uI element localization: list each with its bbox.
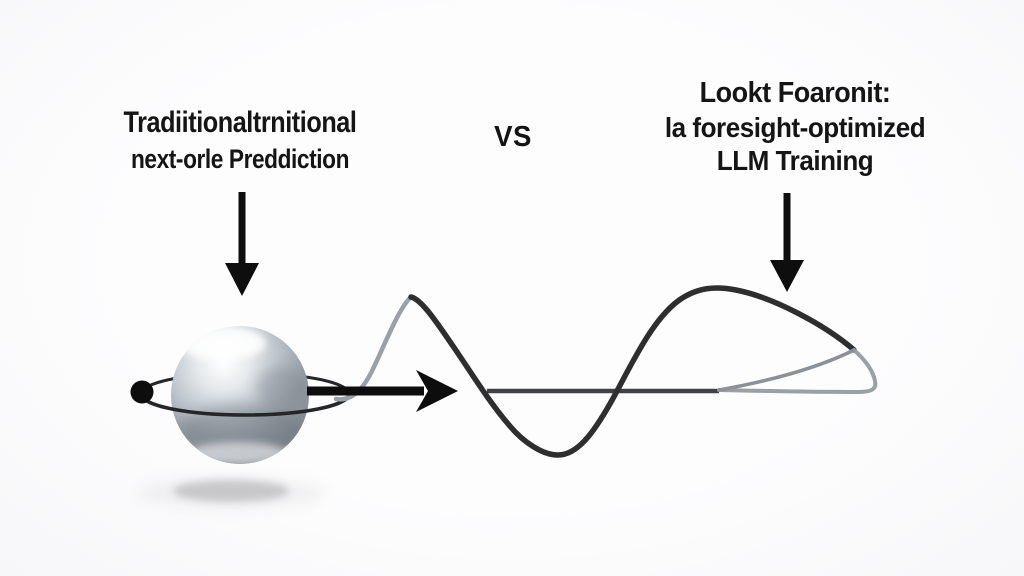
- wave-loop-diagonal: [717, 348, 856, 392]
- wave-main: [408, 285, 857, 458]
- sphere-side-reflection: [256, 366, 308, 410]
- right-arrow-icon: [307, 370, 458, 412]
- orbit-front-arc: [139, 393, 351, 417]
- wave-loop-tail: [717, 348, 878, 395]
- sphere-reflection-band: [179, 404, 307, 456]
- right-heading-line1: Lookt Foaronit:: [699, 77, 891, 109]
- sphere-shadow: [173, 480, 289, 502]
- down-arrow-icon: [225, 192, 259, 296]
- sphere-top-highlight: [178, 326, 266, 360]
- left-heading: Tradiitionaltrnitional next-orle Preddic…: [89, 103, 391, 176]
- left-heading-line1: Tradiitionaltrnitional: [123, 106, 357, 139]
- dot-icon: [130, 380, 154, 404]
- sphere-bottom-sheen: [190, 442, 286, 464]
- down-arrow-icon: [770, 193, 804, 292]
- wave-rise-gray: [333, 294, 414, 402]
- vs-label: VS: [494, 121, 532, 153]
- right-heading-line2: la foresight-optimized: [664, 112, 926, 143]
- left-heading-line2: next-orle Preddiction: [130, 144, 350, 174]
- right-heading: Lookt Foaronit: la foresight-optimized L…: [642, 75, 949, 177]
- right-heading-line3: LLM Training: [716, 145, 874, 176]
- sphere: [171, 326, 309, 464]
